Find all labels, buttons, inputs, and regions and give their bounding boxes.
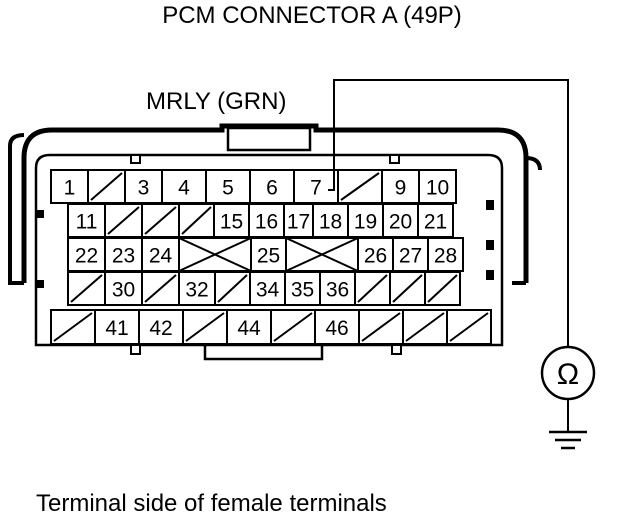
probe-wire <box>328 79 569 347</box>
terminal-number: 15 <box>220 211 243 234</box>
connector-latch <box>226 126 312 152</box>
terminal-number: 17 <box>287 211 310 234</box>
terminal-number: 41 <box>105 317 128 340</box>
wire-label: MRLY (GRN) <box>146 88 286 115</box>
terminal-number: 5 <box>222 177 234 200</box>
terminal-cell <box>161 169 207 204</box>
side-rib <box>36 280 44 288</box>
terminal-number: 36 <box>326 279 349 302</box>
terminal-number: 21 <box>424 211 447 234</box>
terminal-cell <box>213 203 250 238</box>
terminal-number: 4 <box>178 177 190 200</box>
empty-terminal-slash <box>185 312 225 342</box>
empty-terminal-slash <box>53 312 93 342</box>
terminal-number: 34 <box>256 279 280 302</box>
terminal-cell <box>226 309 272 345</box>
terminal-cell <box>314 309 360 345</box>
empty-terminal-slash <box>392 274 423 303</box>
terminal-number: 42 <box>149 317 172 340</box>
bottom-tab <box>130 344 141 355</box>
terminal-number: 32 <box>185 279 208 302</box>
terminal-number: 30 <box>112 279 135 302</box>
housing-right-clip <box>512 156 542 285</box>
terminal-number: 28 <box>434 245 457 268</box>
empty-terminal-slash <box>217 274 248 303</box>
terminal-number: 3 <box>138 177 150 200</box>
empty-terminal-slash <box>144 274 177 303</box>
side-rib <box>486 270 494 280</box>
housing-left-clip <box>8 133 25 285</box>
empty-terminal-slash <box>273 312 313 342</box>
terminal-number: 18 <box>319 211 342 234</box>
terminal-number: 7 <box>310 177 322 200</box>
empty-terminal-slash <box>405 312 445 342</box>
terminal-number: 27 <box>399 245 422 268</box>
terminal-number: 26 <box>364 245 387 268</box>
terminal-number: 35 <box>291 279 314 302</box>
terminal-number: 20 <box>389 211 412 234</box>
terminal-number: 1 <box>64 177 76 200</box>
terminal-number: 25 <box>257 245 280 268</box>
terminal-number: 22 <box>75 245 98 268</box>
terminal-cell <box>67 237 106 272</box>
bottom-latch <box>203 343 324 361</box>
terminal-cell <box>249 271 286 306</box>
terminal-cell <box>138 309 184 345</box>
empty-terminal-slash <box>340 172 380 201</box>
empty-terminal-slash <box>357 274 388 303</box>
terminal-number: 16 <box>255 211 278 234</box>
caption: Terminal side of female terminals <box>36 490 387 517</box>
bottom-tab <box>391 344 402 355</box>
terminal-cell <box>418 169 457 204</box>
blocked-cavity-cross <box>178 237 252 272</box>
side-rib <box>486 200 494 210</box>
terminal-cell <box>178 271 216 306</box>
terminal-number: 9 <box>395 177 407 200</box>
ground-icon <box>549 430 587 450</box>
empty-terminal-slash <box>107 206 140 235</box>
terminal-cell <box>205 169 251 204</box>
terminal-number: 24 <box>149 245 173 268</box>
page-title: PCM CONNECTOR A (49P) <box>162 2 462 29</box>
terminal-number: 6 <box>266 177 278 200</box>
empty-terminal-slash <box>449 312 489 342</box>
key-tab-right <box>389 154 400 164</box>
terminal-number: 11 <box>76 211 98 234</box>
terminal-number: 10 <box>426 177 449 200</box>
terminal-number: 23 <box>112 245 135 268</box>
empty-terminal-slash <box>427 274 458 303</box>
key-tab-left <box>130 154 141 164</box>
empty-terminal-slash <box>361 312 401 342</box>
empty-terminal-slash <box>144 206 177 235</box>
ohm-symbol: Ω <box>557 358 579 391</box>
blocked-cavity-cross <box>285 237 359 272</box>
terminal-number: 19 <box>354 211 377 234</box>
terminal-number: 46 <box>325 317 348 340</box>
terminal-cell <box>94 309 140 345</box>
empty-terminal-slash <box>181 206 212 235</box>
empty-terminal-slash <box>90 172 123 201</box>
connector-housing <box>21 123 529 283</box>
terminal-cell <box>417 203 454 238</box>
side-rib <box>486 240 494 250</box>
side-rib <box>36 210 44 218</box>
terminal-number: 44 <box>237 317 261 340</box>
empty-terminal-slash <box>70 274 103 303</box>
